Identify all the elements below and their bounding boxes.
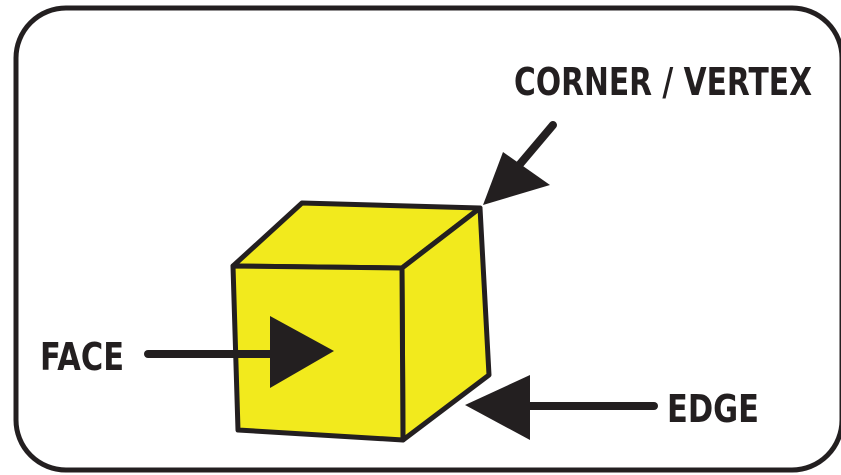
edge-label: EDGE: [667, 387, 759, 431]
face-arrow: [144, 316, 334, 388]
face-label: FACE: [40, 335, 124, 379]
corner-vertex-label: CORNER / VERTEX: [514, 60, 812, 104]
corner-arrow: [483, 121, 557, 205]
edge-arrow: [465, 375, 658, 440]
cube: [230, 200, 492, 443]
